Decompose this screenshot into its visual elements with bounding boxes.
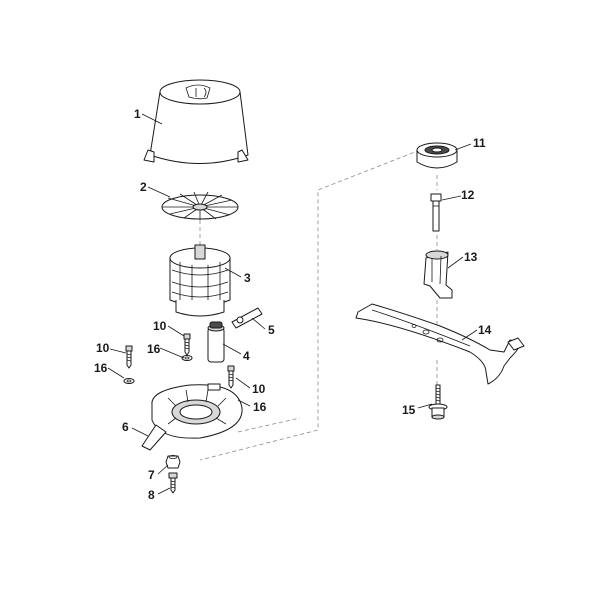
part-screw-10-c <box>227 365 235 389</box>
callout-13: 13 <box>464 250 478 264</box>
callout-11: 11 <box>473 136 486 150</box>
callout-3: 3 <box>244 271 251 285</box>
part-bolt <box>168 472 178 494</box>
callout-12: 12 <box>461 188 475 202</box>
part-shaft-pin <box>430 193 442 232</box>
callout-labels: 1 2 3 4 5 6 7 8 10 10 10 16 16 16 11 12 … <box>94 107 492 502</box>
callout-4: 4 <box>243 349 250 363</box>
part-washer-16-a <box>181 355 193 361</box>
part-motor <box>169 244 231 317</box>
callout-10-b: 10 <box>96 341 110 355</box>
leader-lines <box>107 113 478 495</box>
callout-10-a: 10 <box>153 319 167 333</box>
callout-16-b: 16 <box>94 361 108 375</box>
part-screw-10-a <box>183 333 191 356</box>
part-bearing <box>416 142 458 169</box>
part-screw-10-b <box>125 345 133 369</box>
part-blade <box>355 303 525 385</box>
callout-14: 14 <box>478 323 492 337</box>
part-blade-adapter <box>423 250 453 299</box>
part-nut <box>165 454 181 469</box>
part-fan <box>161 191 239 220</box>
part-motor-mount <box>141 383 243 451</box>
part-motor-cover <box>143 79 249 164</box>
callout-10-c: 10 <box>252 382 266 396</box>
callout-5: 5 <box>268 323 275 337</box>
callout-6: 6 <box>122 420 129 434</box>
callout-15: 15 <box>402 403 416 417</box>
part-capacitor <box>207 321 225 363</box>
part-blade-bolt <box>428 384 448 420</box>
callout-1: 1 <box>134 107 141 121</box>
part-clip <box>231 307 263 329</box>
callout-16-c: 16 <box>253 400 267 414</box>
callout-8: 8 <box>148 488 155 502</box>
callout-16-a: 16 <box>147 342 161 356</box>
callout-2: 2 <box>140 180 147 194</box>
callout-7: 7 <box>148 468 155 482</box>
part-washer-16-b <box>123 378 135 384</box>
